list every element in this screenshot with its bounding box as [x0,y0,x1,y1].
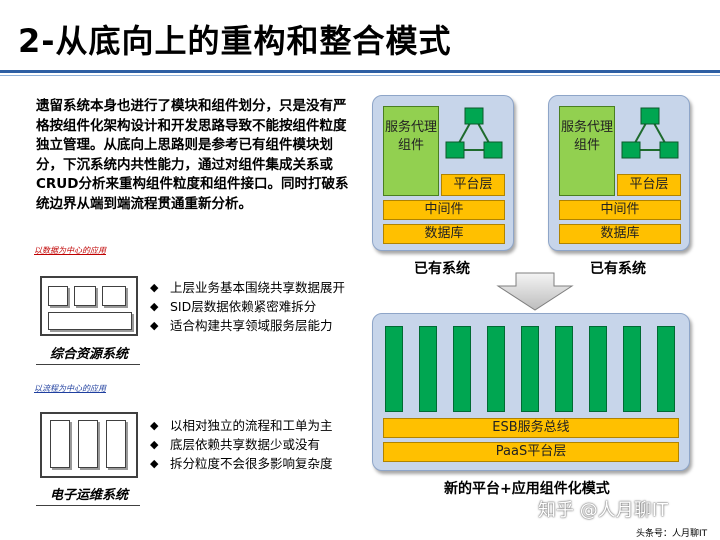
page-title: 2-从底向上的重构和整合模式 [18,22,452,60]
flow-centric-bullets: 以相对独立的流程和工单为主 底层依赖共享数据少或没有 拆分粒度不会很多影响复杂度 [150,416,333,473]
mini-block [74,286,96,306]
component-tree-icon [445,107,503,159]
mini-block [48,286,68,306]
existing-system-panel-1: 服务代理组件 平台层 中间件 数据库 [372,95,514,251]
component-tree-icon [621,107,679,159]
data-centric-diagram [40,276,138,336]
caption-underline [36,505,140,506]
app-component-bar [657,326,675,412]
caption-underline [36,364,140,365]
existing-system-caption-2: 已有系统 [590,261,646,277]
new-platform-panel: ESB服务总线 PaaS平台层 [372,313,690,471]
footer-tag: 头条号：人月聊IT [636,529,708,539]
app-component-bar [521,326,539,412]
middleware-layer: 中间件 [383,200,505,220]
app-component-bar [487,326,505,412]
new-platform-caption: 新的平台+应用组件化模式 [444,481,610,497]
app-component-bar [385,326,403,412]
app-component-bar [453,326,471,412]
service-proxy-component: 服务代理组件 [383,106,439,196]
middleware-layer: 中间件 [559,200,681,220]
mini-block [78,420,98,468]
mini-shared-data-block [48,312,132,330]
service-proxy-component: 服务代理组件 [559,106,615,196]
mini-block [50,420,70,468]
mini-block [102,286,126,306]
data-centric-caption: 综合资源系统 [50,347,129,362]
app-component-bar [589,326,607,412]
data-centric-bullets: 上层业务基本围绕共享数据展开 SID层数据依赖紧密难拆分 适合构建共享领域服务层… [150,278,345,335]
platform-layer: 平台层 [441,174,505,196]
watermark: 知乎 @人月聊IT [538,500,669,521]
database-layer: 数据库 [559,224,681,244]
flow-centric-caption: 电子运维系统 [50,488,129,503]
section-label-data-centric: 以数据为中心的应用 [34,246,106,255]
bullet-item: 底层依赖共享数据少或没有 [150,435,333,454]
existing-system-caption-1: 已有系统 [414,261,470,277]
flow-centric-diagram [40,412,138,478]
title-rule-thin [0,75,720,76]
title-rule [0,70,720,73]
bullet-item: 上层业务基本围绕共享数据展开 [150,278,345,297]
bullet-item: 以相对独立的流程和工单为主 [150,416,333,435]
paas-platform-layer: PaaS平台层 [383,442,679,462]
mini-block [106,420,126,468]
bullet-item: SID层数据依赖紧密难拆分 [150,297,345,316]
esb-service-bus: ESB服务总线 [383,418,679,438]
app-component-bar [623,326,641,412]
app-component-bar [419,326,437,412]
platform-layer: 平台层 [617,174,681,196]
database-layer: 数据库 [383,224,505,244]
section-label-flow-centric: 以流程为中心的应用 [34,384,106,393]
app-component-bar [555,326,573,412]
bullet-item: 拆分粒度不会很多影响复杂度 [150,454,333,473]
down-arrow-icon [496,272,574,311]
bullet-item: 适合构建共享领域服务层能力 [150,316,345,335]
intro-paragraph: 遗留系统本身也进行了模块和组件划分，只是没有严格按组件化架构设计和开发思路导致不… [36,98,349,212]
existing-system-panel-2: 服务代理组件 平台层 中间件 数据库 [548,95,690,251]
